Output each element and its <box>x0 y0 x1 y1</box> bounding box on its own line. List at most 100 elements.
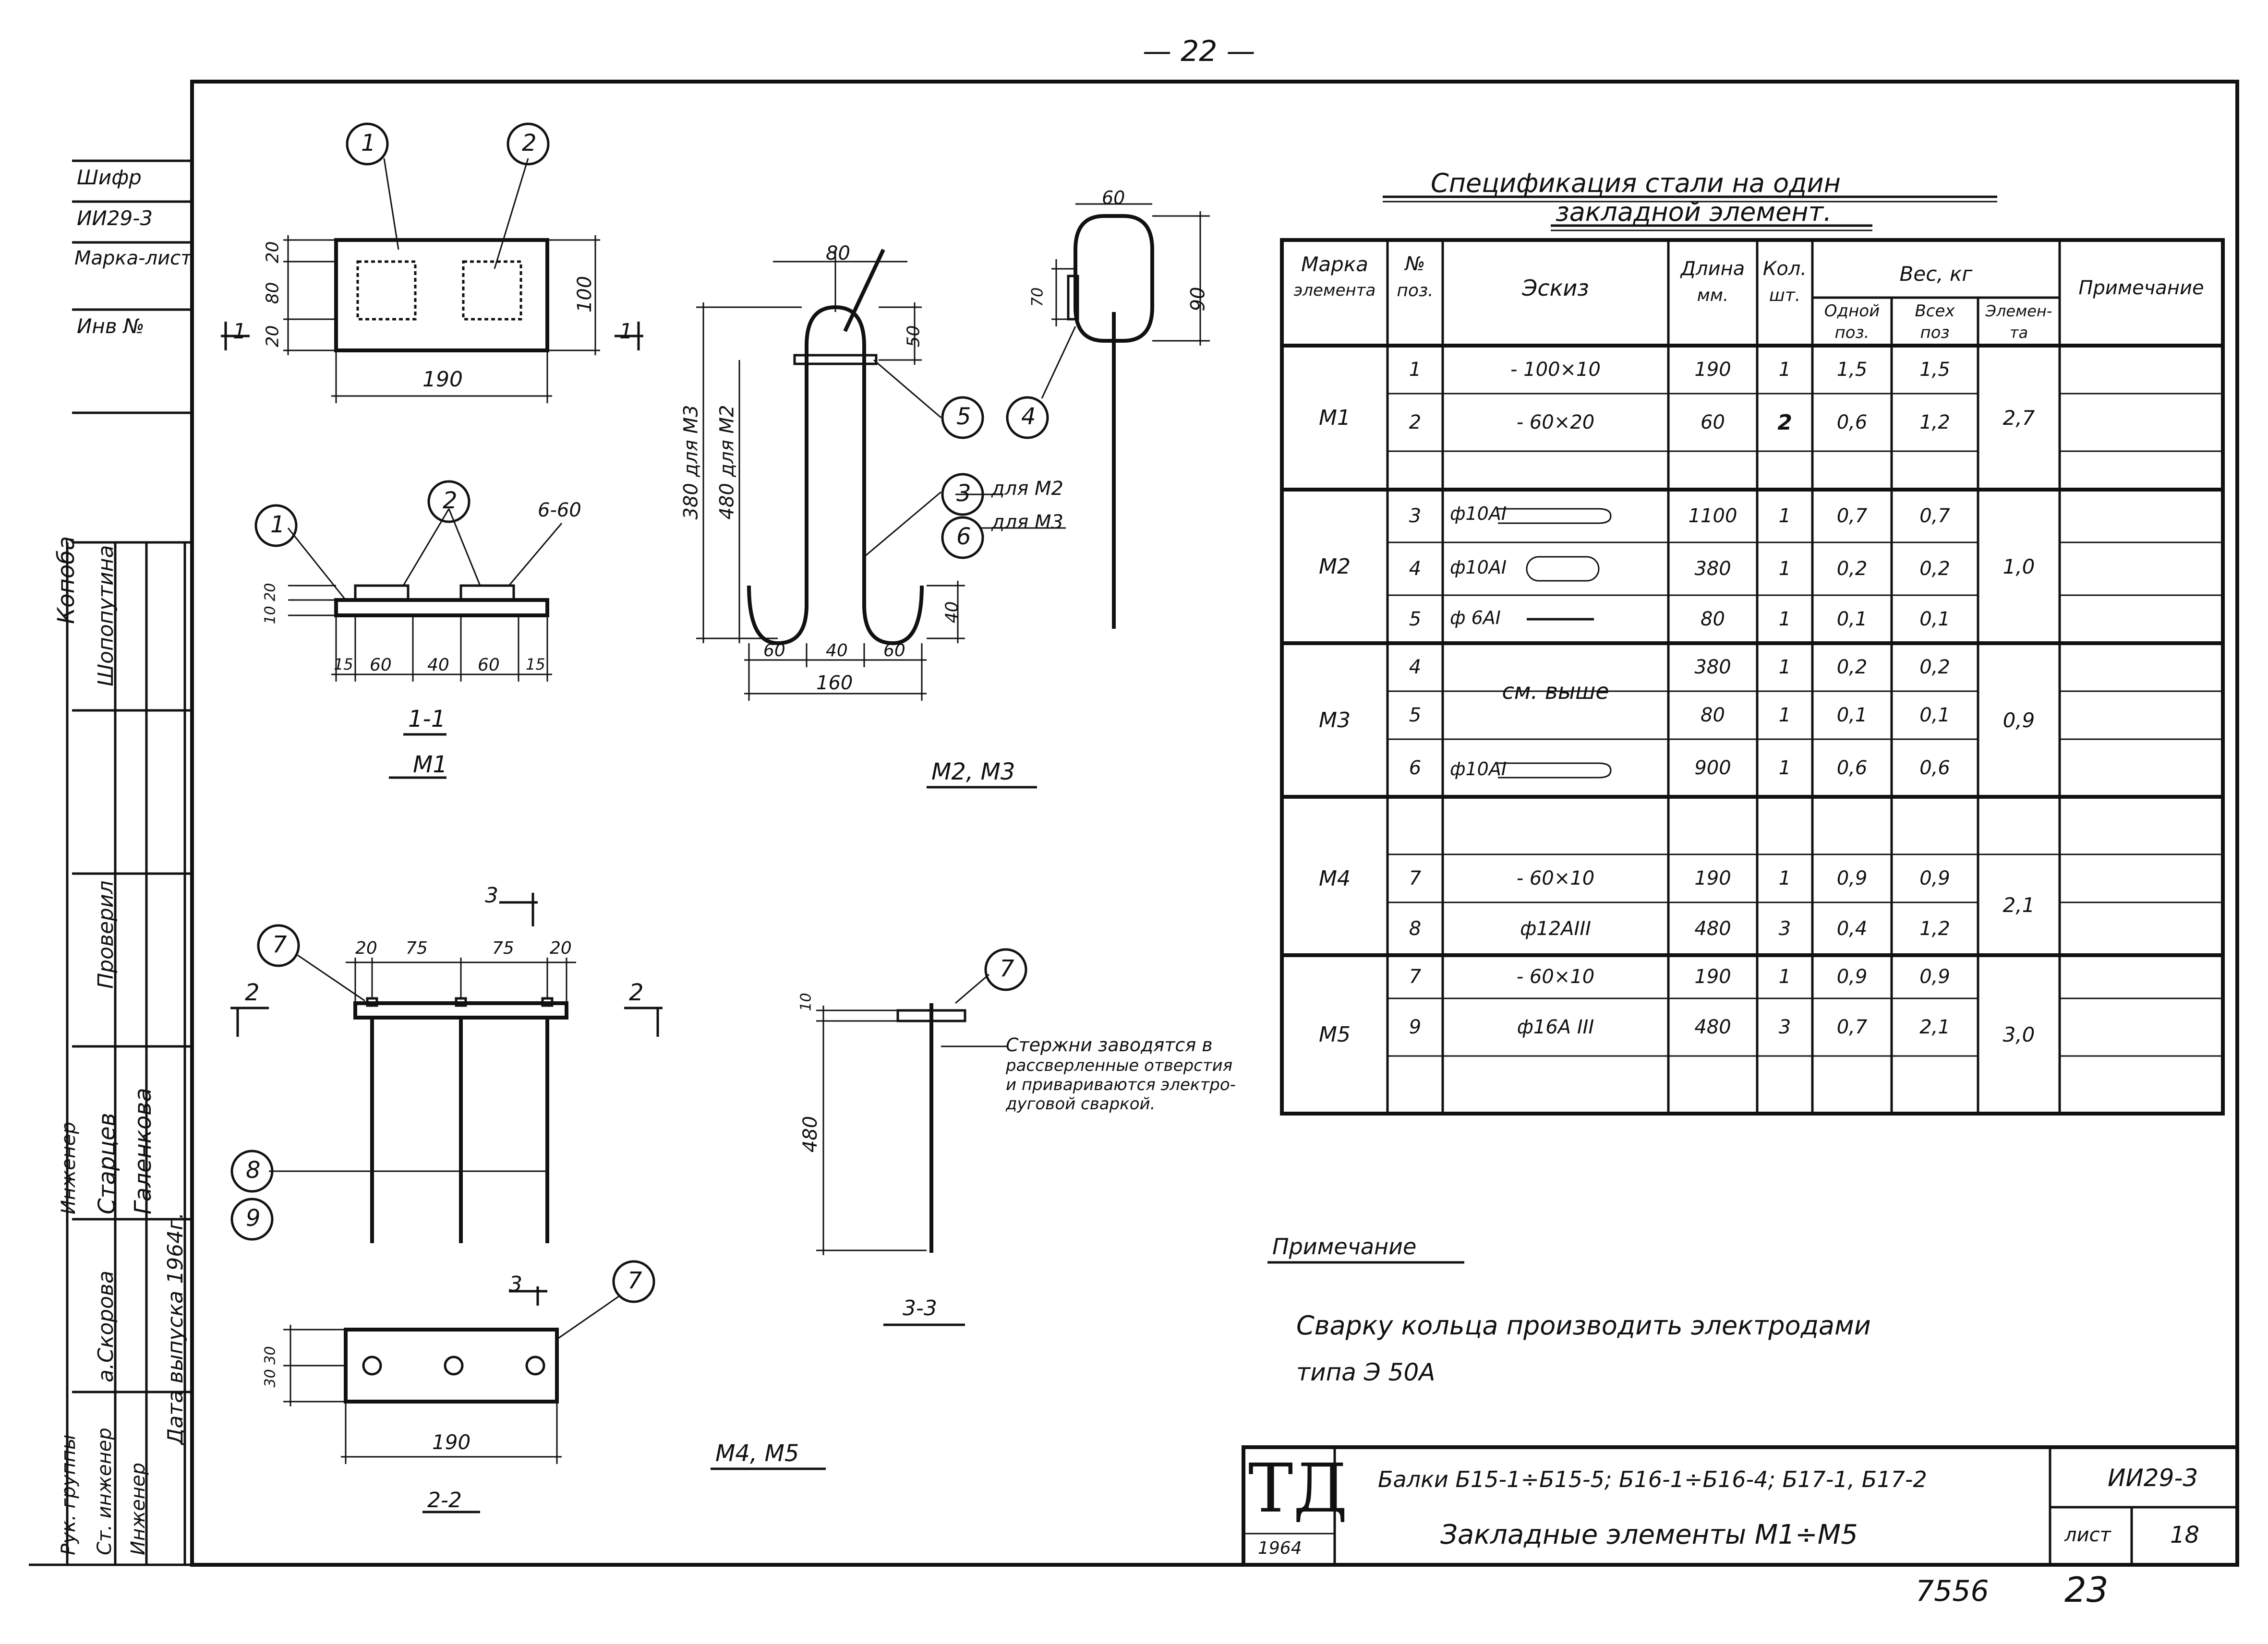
stamp-code-value: ИИ29-3 <box>77 206 153 230</box>
m2-r1-len: 1100 <box>1688 505 1737 527</box>
stamp-role-3: Инженер <box>58 1122 80 1214</box>
m3-r2-one: 0,1 <box>1836 704 1868 726</box>
m5-r2-pos: 9 <box>1409 1016 1422 1038</box>
callout-7b: 7 <box>1000 955 1014 982</box>
dim-ring-70: 70 <box>1028 287 1047 307</box>
th-mark-2: элемента <box>1293 281 1376 300</box>
stamp-name-3: Старцев <box>94 1113 121 1214</box>
total-m2: 1,0 <box>2003 554 2035 578</box>
dim-plan-190: 190 <box>432 1430 471 1454</box>
callout-circle <box>346 122 389 166</box>
m2-r2-all: 0,2 <box>1919 558 1950 580</box>
th-length-2: мм. <box>1697 285 1729 305</box>
callout-7a: 7 <box>272 931 287 958</box>
m2-r1-pos: 3 <box>1409 505 1422 527</box>
callout-6: 6 <box>956 523 971 550</box>
mark-m2: М2 <box>1319 554 1351 579</box>
m1-r1-pos: 1 <box>1409 359 1422 381</box>
m3-r1-len: 380 <box>1694 656 1731 678</box>
m3-r1-one: 0,2 <box>1836 656 1868 678</box>
spec-title-1: Спецификация стали на один <box>1431 168 1841 198</box>
m1-r1-one: 1,5 <box>1836 359 1868 381</box>
mark-m5: М5 <box>1319 1022 1351 1047</box>
m3-r2-pos: 5 <box>1409 704 1422 726</box>
callout-3: 3 <box>956 480 971 507</box>
m2-r3-all: 0,1 <box>1919 608 1950 630</box>
m2-r1-all: 0,7 <box>1919 505 1950 527</box>
m5-r1-all: 0,9 <box>1919 966 1950 988</box>
total-m4: 2,1 <box>2003 893 2035 917</box>
m2-r3-len: 80 <box>1701 608 1725 630</box>
th-w-el-2: та <box>2009 323 2028 342</box>
m5-r2-one: 0,7 <box>1836 1016 1868 1038</box>
m4-r1-len: 190 <box>1694 867 1731 889</box>
dim-m1-20b: 20 <box>263 325 283 348</box>
m2-r3-qty: 1 <box>1778 608 1791 630</box>
m1-section <box>287 508 563 779</box>
m2-r2-len: 380 <box>1694 558 1731 580</box>
m4-r2-pos: 8 <box>1409 918 1422 940</box>
callout-8: 8 <box>246 1157 261 1184</box>
logo-td: ТД <box>1248 1450 1348 1528</box>
section-title-1-1: 1-1 <box>408 706 446 732</box>
th-sketch: Эскиз <box>1522 275 1589 301</box>
m3-r1-sketch: см. выше <box>1502 678 1609 704</box>
total-m1: 2,7 <box>2003 406 2035 430</box>
label-dlya-m2: для М2 <box>991 478 1063 500</box>
m2-r1-qty: 1 <box>1778 505 1791 527</box>
dim-m2-40: 40 <box>942 601 962 624</box>
dim-ring-90: 90 <box>1187 287 1209 312</box>
dim-side-10: 10 <box>797 993 815 1011</box>
m4-r1-sketch: - 60×10 <box>1516 867 1595 889</box>
th-pos-2: поз. <box>1397 280 1434 300</box>
th-w-el: Элемен- <box>1985 301 2052 320</box>
section-mark-1a: 1 <box>233 319 246 344</box>
m4-r1-all: 0,9 <box>1919 867 1950 889</box>
title-line-2: Закладные элементы М1÷М5 <box>1440 1519 1858 1550</box>
callout-circle <box>507 122 550 166</box>
callout-9: 9 <box>246 1205 261 1232</box>
m5-r1-sketch: - 60×10 <box>1516 966 1595 988</box>
m2-r2-sketch: ф10АI <box>1450 557 1507 578</box>
th-qty: Кол. <box>1762 258 1807 280</box>
note-text-1: Сварку кольца производить электродами <box>1296 1310 1871 1341</box>
page-number: — 22 — <box>1143 35 1255 68</box>
m2-r2-qty: 1 <box>1778 558 1791 580</box>
dim-m2-60a: 60 <box>763 641 785 660</box>
m1-plan <box>221 158 643 403</box>
stamp-name-4: а.Скорова <box>94 1271 118 1382</box>
callout-7c: 7 <box>627 1267 642 1294</box>
th-weight: Вес, кг <box>1899 262 1973 286</box>
dim-m1-40: 40 <box>427 655 449 675</box>
sheet-num: 18 <box>2170 1522 2200 1548</box>
m1-r2-pos: 2 <box>1409 411 1422 433</box>
dim-m2-160: 160 <box>816 672 853 694</box>
section-mark-2a: 2 <box>245 979 260 1006</box>
m2-r1-sketch: ф10АI <box>1450 503 1507 524</box>
th-w-all-2: поз <box>1920 323 1950 342</box>
weld-note-1: Стержни заводятся в <box>1006 1034 1213 1056</box>
mark-m4: М4 <box>1319 866 1351 891</box>
ring-detail <box>1041 203 1210 629</box>
th-w-all: Всех <box>1915 301 1955 321</box>
callout-1b: 1 <box>270 511 285 538</box>
m3-r3-one: 0,6 <box>1836 757 1868 779</box>
callout-5: 5 <box>956 403 971 430</box>
th-w-one: Одной <box>1824 301 1880 321</box>
m3-r2-qty: 1 <box>1778 704 1791 726</box>
logo-year: 1964 <box>1258 1538 1302 1558</box>
m4-r1-qty: 1 <box>1778 867 1791 889</box>
m3-r1-pos: 4 <box>1409 656 1422 678</box>
m5-r2-qty: 3 <box>1778 1016 1791 1038</box>
dim-m1-80: 80 <box>263 282 283 304</box>
m5-r2-len: 480 <box>1694 1016 1731 1038</box>
dim-m1-20a: 20 <box>263 241 283 264</box>
m3-r3-all: 0,6 <box>1919 757 1950 779</box>
weld-label: 6-60 <box>538 499 581 521</box>
dim-m4-75a: 75 <box>406 938 428 958</box>
m3-r1-all: 0,2 <box>1919 656 1950 678</box>
drawing-title-m4m5: М4, М5 <box>715 1440 799 1467</box>
m3-r2-len: 80 <box>1701 704 1725 726</box>
m1-r2-one: 0,6 <box>1836 411 1868 433</box>
m3-r3-sketch: ф10АI <box>1450 758 1507 780</box>
